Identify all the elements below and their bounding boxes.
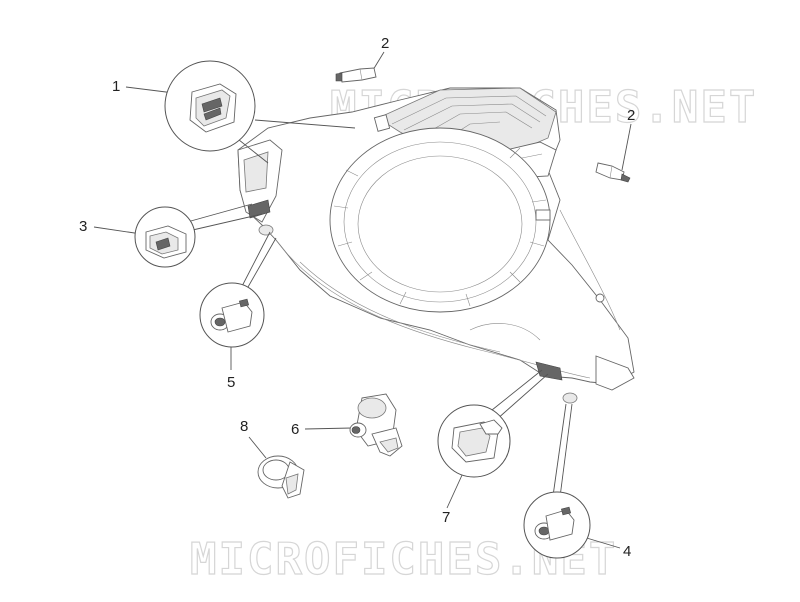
callout-6: 6 bbox=[291, 421, 299, 438]
part-2-bulb-top bbox=[335, 67, 377, 83]
callout-3: 3 bbox=[79, 218, 87, 235]
handlebar-cover-housing bbox=[237, 87, 635, 404]
callout-2-top: 2 bbox=[381, 35, 389, 52]
part-7-switch-frame bbox=[437, 404, 511, 478]
callout-2-right: 2 bbox=[627, 107, 635, 124]
callout-5: 5 bbox=[227, 374, 235, 391]
part-5-push-switch bbox=[199, 282, 265, 348]
part-1-light-switch bbox=[164, 60, 256, 152]
callout-7: 7 bbox=[442, 509, 450, 526]
leader-lines bbox=[93, 51, 632, 549]
callout-8: 8 bbox=[240, 418, 248, 435]
part-6-ignition-switch bbox=[349, 393, 403, 457]
callout-1: 1 bbox=[112, 78, 120, 95]
part-8-lock-ring bbox=[257, 455, 305, 499]
part-4-push-switch bbox=[523, 491, 591, 559]
callout-4: 4 bbox=[623, 543, 631, 560]
part-3-switch bbox=[134, 206, 196, 268]
part-2-bulb-right bbox=[595, 162, 631, 183]
